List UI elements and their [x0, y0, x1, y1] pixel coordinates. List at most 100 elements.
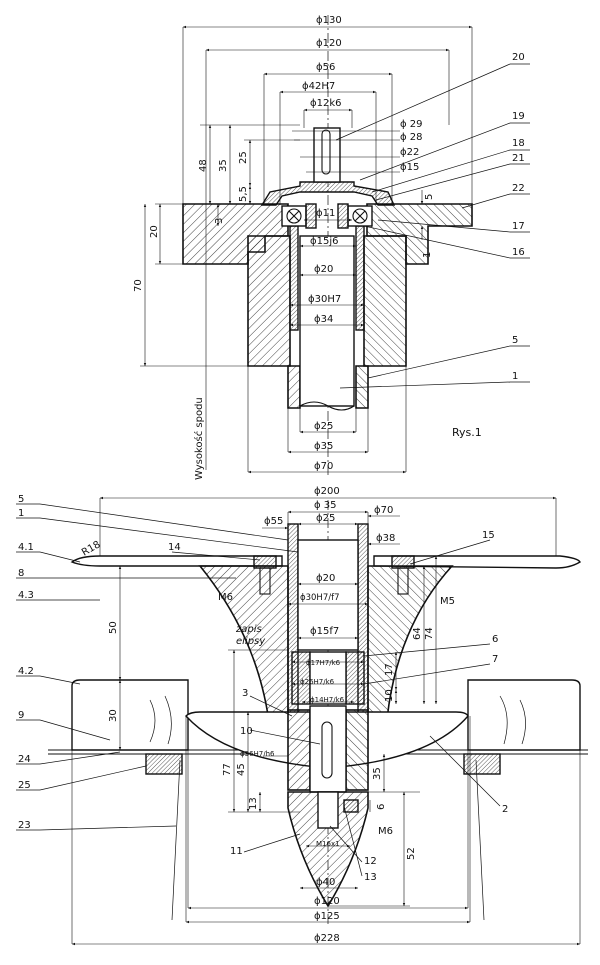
- bottom-dim-h52: 52: [406, 847, 417, 860]
- top-dim-h5_5: 5,5: [238, 186, 249, 202]
- bottom-part-6: 6: [492, 634, 498, 645]
- screw-12: [317, 791, 339, 829]
- block-25: [145, 753, 183, 775]
- bottom-view: ϕ200 ϕ 35 ϕ25 ϕ55 ϕ70 ϕ38 R18 ϕ20 ϕ30H7/…: [16, 486, 588, 946]
- top-hub-right: [363, 235, 407, 367]
- screw-m6: [343, 799, 359, 813]
- top-dimension-lines: [140, 25, 473, 474]
- bottom-part-24: 24: [18, 754, 31, 765]
- bottom-dim-d55: ϕ55: [264, 516, 283, 527]
- top-part-22: 22: [512, 183, 525, 194]
- bottom-dim-h77: 77: [222, 763, 233, 776]
- top-sleeve-left: [287, 365, 301, 409]
- bottom-part-13: 13: [364, 872, 377, 883]
- shaft-10-left: [287, 709, 311, 791]
- bottom-dim-h50: 50: [108, 621, 119, 634]
- bottom-dim-h13: 13: [248, 797, 259, 810]
- bottom-dim-d70: ϕ70: [374, 505, 393, 516]
- top-dim-h48: 48: [198, 159, 209, 172]
- top-dim-d15: ϕ15: [400, 162, 419, 173]
- support-23: [171, 759, 485, 921]
- bottom-part-23: 23: [18, 820, 31, 831]
- top-ball-right: [352, 208, 368, 224]
- top-dim-h25: 25: [238, 151, 249, 164]
- top-part-16: 16: [512, 247, 525, 258]
- top-part-19: 19: [512, 111, 525, 122]
- top-part-20: 20: [512, 52, 525, 63]
- bottom-dim-d35: ϕ 35: [314, 500, 337, 511]
- top-view: ϕ130 ϕ120 ϕ56 ϕ42H7 ϕ12k6 ϕ 29 ϕ 28 ϕ22 …: [133, 15, 530, 480]
- top-dim-h70: 70: [133, 279, 144, 292]
- bottom-dim-d26: ϕ26H7/k6: [300, 678, 335, 686]
- top-cap: [260, 181, 396, 206]
- bottom-dim-d200: ϕ200: [314, 486, 340, 497]
- bottom-part-12: 12: [364, 856, 377, 867]
- bottom-part-4-1: 4.1: [18, 542, 34, 553]
- bottom-dim-d36: ϕ36H7/h6: [240, 750, 275, 758]
- figure-caption: Rys.1: [452, 426, 482, 439]
- top-pin-slot: [321, 129, 331, 175]
- bottom-part-3: 3: [242, 688, 248, 699]
- bearing-6-right: [345, 651, 365, 705]
- bottom-leaders: [16, 503, 501, 877]
- bottom-dim-h64: 64: [412, 627, 423, 640]
- bottom-part-8: 8: [18, 568, 24, 579]
- ring-4-2-left: [71, 679, 189, 751]
- top-dim-d130: ϕ130: [316, 15, 342, 26]
- bottom-part-10: 10: [240, 726, 253, 737]
- top-dim-d120: ϕ120: [316, 38, 342, 49]
- bottom-part-5: 5: [18, 494, 24, 505]
- top-dim-d30: ϕ30H7: [308, 294, 341, 305]
- top-dim-h3: 3: [214, 218, 225, 224]
- top-part-1: 1: [512, 371, 518, 382]
- bottom-shaft: [297, 539, 359, 651]
- top-dim-d35: ϕ35: [314, 441, 333, 452]
- bottom-part-1: 1: [18, 508, 24, 519]
- bottom-part-11: 11: [230, 846, 243, 857]
- bottom-dim-h35: 35: [372, 767, 383, 780]
- top-dim-d29: ϕ 29: [400, 119, 423, 130]
- bottom-part-14: 14: [168, 542, 181, 553]
- bottom-dim-d120: ϕ120: [314, 896, 340, 907]
- hub-8-right: [367, 565, 454, 731]
- top-dim-d56: ϕ56: [316, 62, 335, 73]
- top-dim-d11: ϕ11: [316, 208, 335, 219]
- hub-8-left: [198, 565, 289, 731]
- note-line1: zapis: [235, 624, 262, 635]
- bottom-part-9: 9: [18, 710, 24, 721]
- bottom-dim-h17: 17: [384, 663, 395, 676]
- top-dim-d15j6: ϕ15j6: [310, 236, 338, 247]
- top-hub-left: [247, 235, 291, 367]
- top-dim-h20: 20: [149, 225, 160, 238]
- top-leaders: [335, 63, 530, 389]
- bottom-thread-m5: M5: [440, 596, 455, 607]
- bottom-dim-d20: ϕ20: [316, 573, 335, 584]
- bottom-part-7: 7: [492, 654, 498, 665]
- top-ball-left: [286, 208, 302, 224]
- note-line2: elipsy: [236, 636, 266, 647]
- top-dim-d22: ϕ22: [400, 147, 419, 158]
- bottom-thread-m6b: M6: [378, 826, 393, 837]
- bottom-dim-d38: ϕ38: [376, 533, 395, 544]
- top-shaft-break: [299, 401, 355, 411]
- bottom-thread-m16: M16x1: [316, 840, 340, 848]
- top-dim-d12k6: ϕ12k6: [310, 98, 341, 109]
- top-part-18: 18: [512, 138, 525, 149]
- bottom-dimension-lines: [71, 496, 581, 946]
- top-dim-h1: 1: [422, 252, 433, 258]
- top-part-21: 21: [512, 153, 525, 164]
- top-pin: [313, 127, 341, 183]
- bottom-dim-d15f7: ϕ15f7: [310, 626, 339, 637]
- top-dim-d20: ϕ20: [314, 264, 333, 275]
- bottom-dim-h30: 30: [108, 709, 119, 722]
- top-tube-right: [355, 225, 365, 331]
- bottom-dim-d40: ϕ40: [316, 877, 335, 888]
- top-dim-h5: 5: [424, 194, 435, 200]
- top-dim-d34: ϕ34: [314, 314, 333, 325]
- plate-4-1-left: [70, 555, 283, 567]
- bottom-dim-d228: ϕ228: [314, 933, 340, 944]
- bottom-dim-h74: 74: [424, 627, 435, 640]
- bottom-dim-d14: ϕ14H7/k6: [310, 696, 345, 704]
